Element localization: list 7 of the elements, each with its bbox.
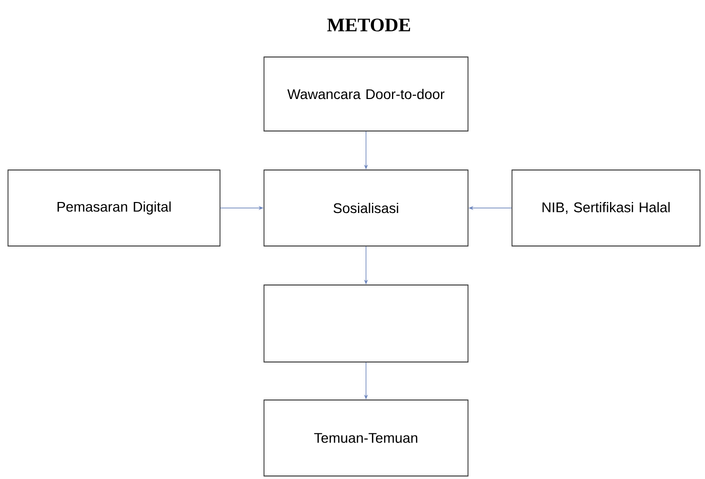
process-box: Wawancara Door-to-door — [264, 56, 468, 132]
process-box: Sosialisasi — [264, 170, 468, 246]
empty-box — [264, 284, 468, 362]
process-box: Temuan-Temuan — [264, 400, 468, 476]
title: METODE — [327, 18, 410, 32]
process-box: Pemasaran Digital — [8, 170, 220, 246]
process-box: NIB, Sertifikasi Halal — [512, 170, 700, 246]
